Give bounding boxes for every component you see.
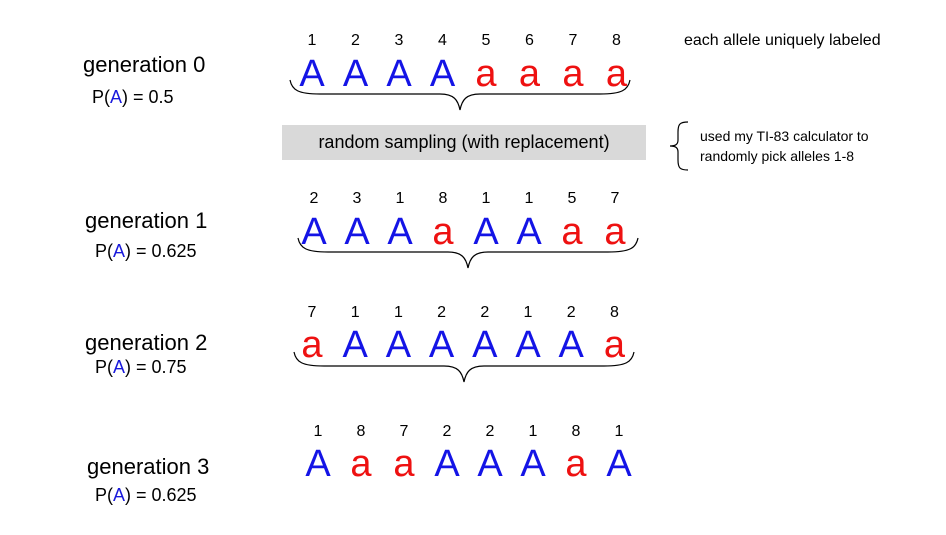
generation-2-title: generation 2	[85, 330, 208, 355]
prob-value: ) = 0.625	[125, 485, 197, 505]
allele-label: 1	[395, 190, 405, 207]
generation-3-title: generation 3	[87, 454, 210, 479]
allele-big-A: A	[299, 53, 325, 95]
allele-label: 1	[614, 423, 624, 440]
allele-label: 1	[523, 304, 533, 321]
allele-big-A: A	[386, 53, 412, 95]
prob-allele: A	[113, 357, 126, 377]
allele-label: 1	[350, 304, 360, 321]
allele-label: 2	[566, 304, 576, 321]
allele-big-A: A	[305, 443, 331, 485]
brace-gen-0	[289, 79, 631, 111]
side-note-line-1: used my TI-83 calculator to	[700, 128, 869, 144]
generation-2-probability: P(A) = 0.75	[95, 357, 187, 378]
note-unique-labels: each allele uniquely labeled	[684, 32, 881, 49]
allele-big-A: A	[472, 324, 498, 366]
allele-small-a: a	[561, 211, 583, 253]
allele-big-A: A	[342, 53, 369, 95]
allele-label: 8	[356, 423, 366, 440]
allele-label: 1	[393, 304, 403, 321]
allele-big-A: A	[428, 324, 455, 366]
allele-label: 5	[567, 190, 577, 207]
generation-1-title: generation 1	[85, 208, 208, 233]
allele-big-A: A	[516, 211, 542, 253]
allele-label: 3	[394, 32, 404, 49]
allele-label: 7	[307, 304, 317, 321]
allele-small-a: a	[605, 53, 628, 95]
allele-big-A: A	[515, 324, 541, 366]
allele-big-A: A	[477, 443, 503, 485]
allele-small-a: a	[350, 443, 372, 485]
prob-prefix: P(	[92, 87, 110, 107]
allele-big-A: A	[606, 443, 632, 485]
prob-allele: A	[110, 87, 123, 107]
allele-label: 2	[437, 304, 447, 321]
allele-big-A: A	[434, 443, 460, 485]
allele-big-A: A	[342, 324, 368, 366]
allele-big-A: A	[387, 211, 413, 253]
side-note-line-2: randomly pick alleles 1-8	[700, 148, 855, 164]
generation-0-title: generation 0	[83, 52, 206, 77]
allele-label: 1	[528, 423, 538, 440]
allele-label: 1	[307, 32, 317, 49]
prob-allele: A	[113, 485, 126, 505]
allele-label: 1	[524, 190, 534, 207]
allele-small-a: a	[603, 324, 625, 366]
allele-label: 2	[480, 304, 490, 321]
allele-label: 8	[571, 423, 581, 440]
allele-big-A: A	[473, 211, 499, 253]
prob-prefix: P(	[95, 357, 113, 377]
allele-label: 2	[485, 423, 495, 440]
allele-label: 4	[438, 32, 447, 49]
allele-small-a: a	[301, 324, 323, 366]
generation-3-probability: P(A) = 0.625	[95, 485, 197, 506]
brace-gen-2	[293, 351, 635, 383]
allele-big-A: A	[558, 324, 584, 366]
allele-big-A: A	[520, 443, 546, 485]
allele-label: 1	[481, 190, 491, 207]
prob-value: ) = 0.5	[122, 87, 174, 107]
allele-small-a: a	[432, 211, 454, 253]
prob-value: ) = 0.625	[125, 241, 197, 261]
allele-small-a: a	[393, 443, 415, 485]
generation-1-probability: P(A) = 0.625	[95, 241, 197, 262]
allele-small-a: a	[518, 53, 541, 95]
generation-0-probability: P(A) = 0.5	[92, 87, 174, 108]
allele-label: 7	[399, 423, 409, 440]
allele-small-a: a	[562, 53, 584, 95]
allele-label: 2	[442, 423, 452, 440]
allele-label: 8	[612, 32, 621, 49]
brace-gen-1	[297, 237, 639, 269]
allele-small-a: a	[604, 211, 626, 253]
allele-big-A: A	[344, 211, 370, 253]
allele-label: 7	[568, 32, 578, 49]
side-note: used my TI-83 calculator to randomly pic…	[700, 126, 869, 166]
allele-label: 8	[609, 304, 619, 321]
prob-value: ) = 0.75	[125, 357, 187, 377]
allele-label: 3	[352, 190, 362, 207]
side-bracket	[669, 121, 689, 171]
prob-prefix: P(	[95, 241, 113, 261]
allele-label: 8	[438, 190, 448, 207]
allele-label: 6	[525, 32, 534, 49]
prob-allele: A	[113, 241, 126, 261]
allele-big-A: A	[429, 53, 456, 95]
allele-small-a: a	[565, 443, 587, 485]
allele-big-A: A	[301, 211, 327, 253]
allele-label: 5	[481, 32, 491, 49]
allele-label: 2	[309, 190, 319, 207]
allele-small-a: a	[475, 53, 497, 95]
allele-label: 2	[351, 32, 360, 49]
allele-label: 1	[313, 423, 323, 440]
prob-prefix: P(	[95, 485, 113, 505]
random-sampling-box: random sampling (with replacement)	[282, 125, 646, 160]
allele-label: 7	[610, 190, 620, 207]
allele-big-A: A	[385, 324, 412, 366]
